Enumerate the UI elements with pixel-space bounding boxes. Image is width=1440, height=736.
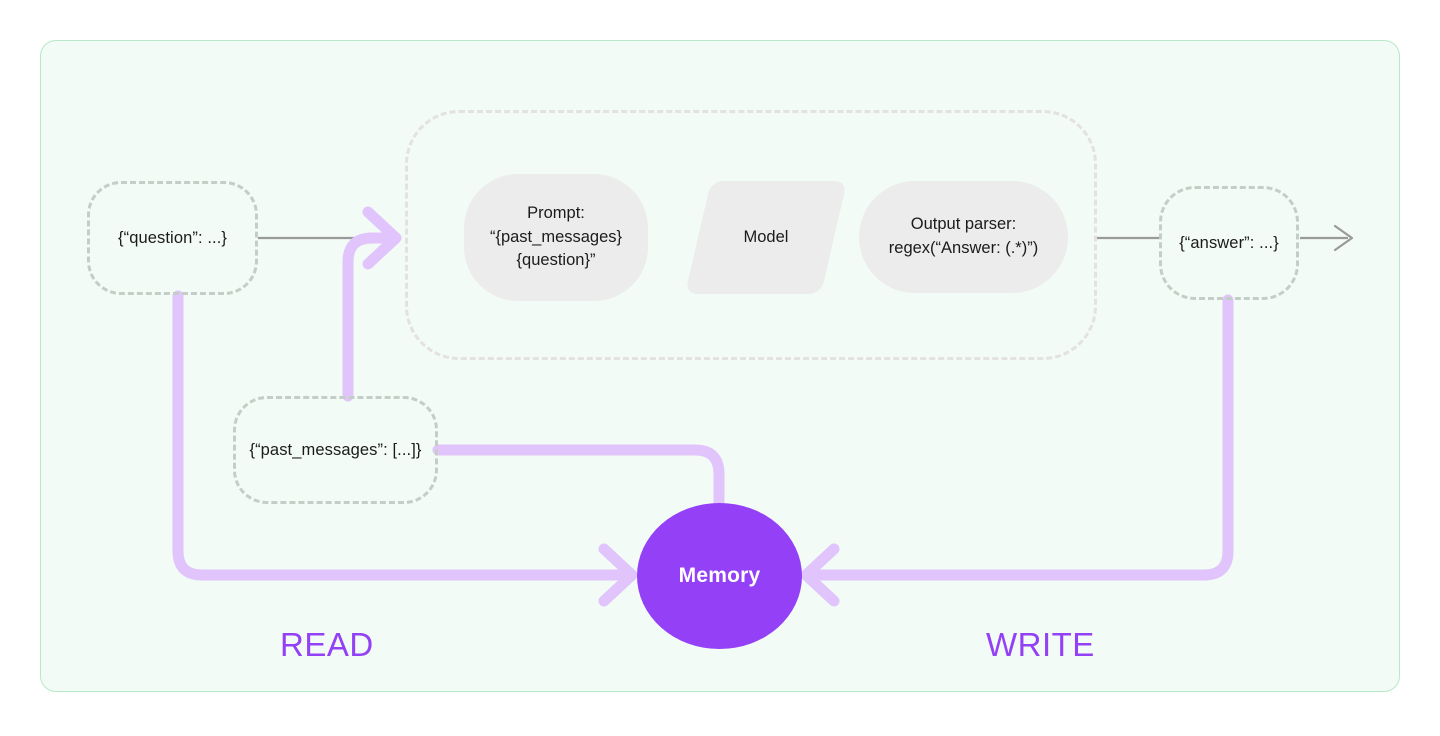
prompt-line-2: “{past_messages} [489,227,623,246]
node-answer[interactable]: {“answer”: ...} [1159,186,1299,300]
node-past-messages[interactable]: {“past_messages”: [...]} [233,396,438,504]
caption-write: WRITE [986,626,1095,663]
chain-container [405,110,1097,360]
parser-line-1: Output parser: [910,215,1017,234]
node-past-messages-label: {“past_messages”: [...]} [249,440,422,459]
node-answer-label: {“answer”: ...} [1179,233,1279,252]
node-question-label: {“question”: ...} [117,228,227,247]
memory-label: Memory [678,564,761,587]
prompt-line-1: Prompt: [527,203,585,222]
component-prompt[interactable]: Prompt: “{past_messages} {question}” [464,174,648,301]
prompt-line-3: {question}” [516,251,596,270]
caption-read: READ [280,626,374,663]
memory-node[interactable]: Memory [637,503,802,649]
parser-line-2: regex(“Answer: (.*)”) [888,239,1039,257]
node-question[interactable]: {“question”: ...} [87,181,258,295]
component-output-parser[interactable]: Output parser: regex(“Answer: (.*)”) [859,181,1068,293]
component-model-label: Model [743,227,789,246]
component-output-parser-text: Output parser: regex(“Answer: (.*)”) [889,213,1038,261]
component-prompt-text: Prompt: “{past_messages} {question}” [490,202,622,274]
component-model[interactable]: Model [684,181,848,294]
